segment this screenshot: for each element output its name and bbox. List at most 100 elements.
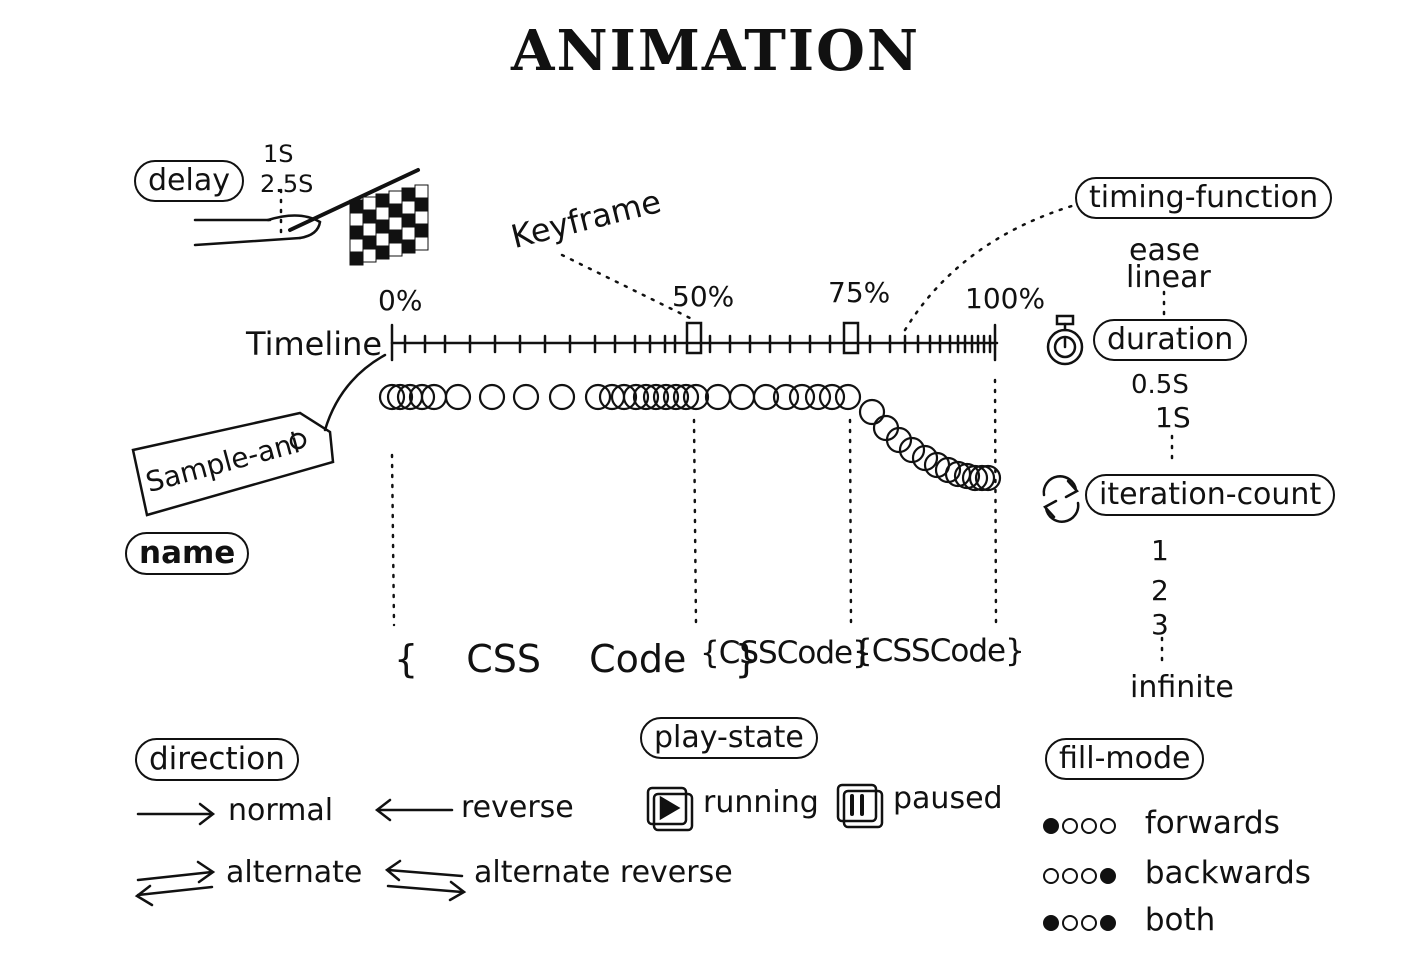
duration-value-1: 0.5S xyxy=(1131,370,1189,400)
motion-circle xyxy=(378,383,406,411)
motion-circle xyxy=(898,436,926,464)
duration-value-2: 1S xyxy=(1155,401,1191,434)
motion-circle xyxy=(788,383,816,411)
motion-circle xyxy=(610,383,638,411)
flag-cell xyxy=(414,184,429,199)
keyframe-marker-50 xyxy=(685,321,703,355)
iteration-count-label: iteration-count xyxy=(1085,474,1336,516)
timeline-label: Timeline xyxy=(246,325,383,363)
timing-function-label: timing-function xyxy=(1075,177,1333,219)
keyframe-marker-75 xyxy=(842,321,860,355)
delay-label: delay xyxy=(134,160,244,202)
timeline-ticks xyxy=(403,334,992,354)
motion-circle xyxy=(858,398,886,426)
motion-circle xyxy=(818,383,846,411)
direction-arrows xyxy=(134,798,467,907)
motion-circle xyxy=(622,383,650,411)
play-state-paused: paused xyxy=(893,781,1003,816)
checkered-flag-icon xyxy=(349,184,429,266)
flag-cell xyxy=(388,229,403,244)
motion-circle xyxy=(772,383,800,411)
direction-alternate-reverse: alternate reverse xyxy=(474,855,733,890)
fill-mode-backwards: backwards xyxy=(1144,855,1311,891)
fill-both-dots xyxy=(1043,906,1135,937)
motion-circle xyxy=(885,426,913,454)
repeat-icon xyxy=(1042,475,1080,523)
flag-cell xyxy=(401,226,416,241)
motion-path-circles xyxy=(378,383,1002,492)
fill-mode-label: fill-mode xyxy=(1045,738,1205,780)
duration-label: duration xyxy=(1093,319,1248,361)
flag-cell xyxy=(388,242,403,257)
motion-circle xyxy=(632,383,660,411)
motion-circle xyxy=(662,383,690,411)
flag-cell xyxy=(349,251,364,266)
flag-cell xyxy=(388,190,403,205)
fill-mode-both: both xyxy=(1144,902,1216,938)
tag-string xyxy=(323,353,387,432)
play-state-running: running xyxy=(703,785,819,820)
flag-cell xyxy=(401,187,416,202)
flag-cell xyxy=(362,248,377,263)
iteration-value-1: 1 xyxy=(1151,534,1169,567)
flag-cell xyxy=(349,199,364,214)
flag-cell xyxy=(349,225,364,240)
direction-reverse: reverse xyxy=(461,790,574,825)
motion-circle xyxy=(834,383,862,411)
flag-cell xyxy=(414,223,429,238)
timeline-stop-0: 0% xyxy=(378,284,423,317)
css-block-3: {CSSCode} xyxy=(853,633,1025,669)
motion-circle xyxy=(704,383,732,411)
pause-icon xyxy=(838,785,882,827)
flag-cell xyxy=(362,209,377,224)
delay-value-1: 1S xyxy=(263,140,294,168)
fill-mode-backwards-row: backwards xyxy=(1043,858,1311,890)
flag-cell xyxy=(401,213,416,228)
motion-circle xyxy=(968,464,996,492)
timeline-stop-75: 75% xyxy=(828,276,891,309)
motion-circle xyxy=(642,383,670,411)
fill-forwards-dots xyxy=(1043,809,1135,840)
flag-cell xyxy=(375,219,390,234)
page-title: ANIMATION xyxy=(511,18,921,84)
fill-mode-forwards: forwards xyxy=(1144,805,1280,841)
flag-cell xyxy=(362,196,377,211)
motion-circle xyxy=(478,383,506,411)
iteration-value-infinite: infinite xyxy=(1130,670,1234,705)
flag-cell xyxy=(414,210,429,225)
fill-mode-forwards-row: forwards xyxy=(1043,808,1280,840)
iteration-value-3: 3 xyxy=(1151,608,1169,641)
flag-cell xyxy=(401,200,416,215)
motion-circle xyxy=(961,464,989,492)
flag-cell xyxy=(388,216,403,231)
iteration-value-2: 2 xyxy=(1151,574,1169,607)
name-label: name xyxy=(125,532,250,575)
motion-circle xyxy=(804,383,832,411)
timing-value-linear: linear xyxy=(1126,260,1211,295)
motion-circle xyxy=(444,383,472,411)
stopwatch-icon xyxy=(1046,314,1084,366)
timing-value-ease: ease xyxy=(1129,233,1200,268)
flag-cell xyxy=(414,236,429,251)
tag-icon xyxy=(131,411,335,517)
flag-cell xyxy=(388,203,403,218)
flag-cell xyxy=(349,238,364,253)
timeline-stop-100: 100% xyxy=(965,282,1046,315)
motion-circle xyxy=(548,383,576,411)
flag-cell xyxy=(375,232,390,247)
motion-circle xyxy=(652,383,680,411)
flag-cell xyxy=(362,222,377,237)
css-block-1: { CSS Code } xyxy=(394,637,759,681)
play-state-label: play-state xyxy=(640,717,818,759)
play-box xyxy=(646,786,688,826)
motion-circle xyxy=(584,383,612,411)
timeline-stop-50: 50% xyxy=(672,280,735,313)
motion-circle xyxy=(512,383,540,411)
play-icon xyxy=(648,788,692,830)
motion-circle xyxy=(728,383,756,411)
direction-label: direction xyxy=(135,738,299,781)
motion-circle xyxy=(752,383,780,411)
pause-box xyxy=(836,783,878,823)
